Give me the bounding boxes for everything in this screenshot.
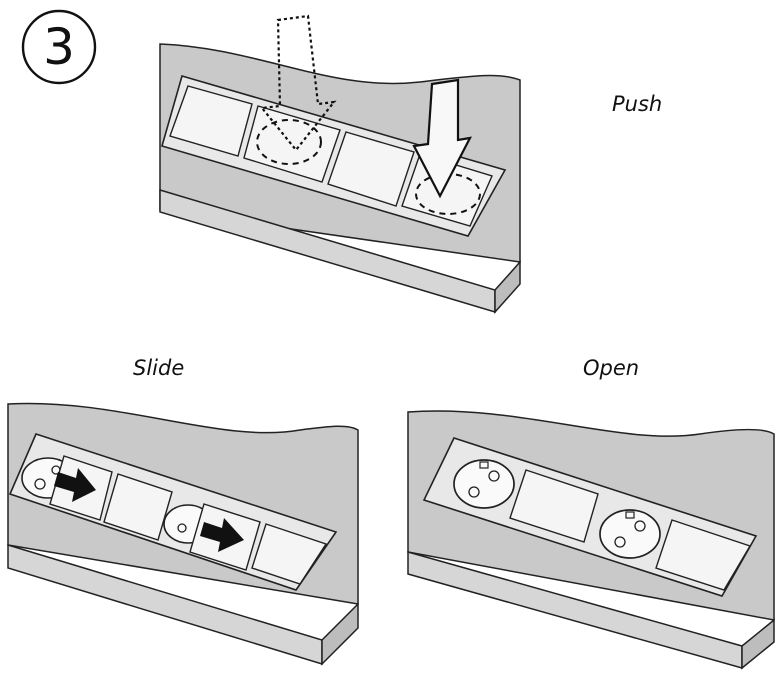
push-lid-4	[401, 153, 493, 227]
caption-slide: Slide	[133, 356, 185, 380]
step-number-badge: 3	[43, 18, 75, 76]
push-lid-3	[327, 131, 415, 207]
caption-open: Open	[583, 356, 640, 380]
slide-lid-2	[103, 473, 173, 541]
slide-illustration	[7, 402, 359, 666]
push-illustration	[159, 14, 521, 314]
power-socket-icon	[453, 459, 515, 509]
power-socket-icon	[599, 509, 661, 559]
down-arrow-icon	[412, 78, 472, 199]
caption-push: Push	[612, 92, 663, 116]
down-arrow-icon	[259, 14, 337, 152]
open-lid-2	[655, 519, 752, 591]
open-lid-1	[509, 469, 599, 543]
push-lid-1	[169, 85, 253, 157]
open-illustration	[407, 410, 775, 670]
right-arrow-icon	[200, 518, 244, 552]
right-arrow-icon	[54, 468, 96, 502]
push-press-circle-1	[256, 119, 322, 165]
slide-lid-4	[251, 523, 328, 585]
